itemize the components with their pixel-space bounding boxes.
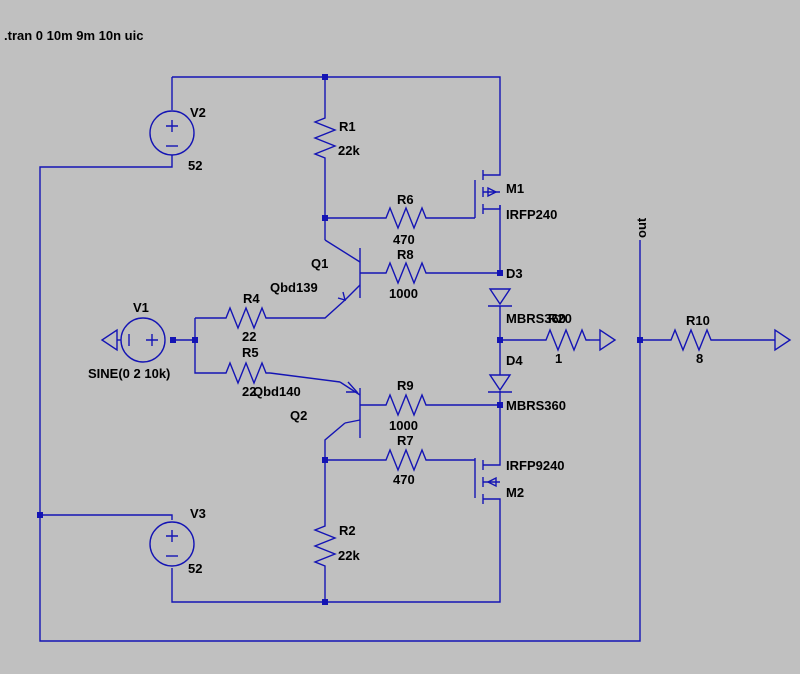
voltage-source-v3[interactable]: [149, 521, 195, 567]
label-r20-value: 1: [555, 351, 562, 366]
label-r5-value: 22: [242, 384, 256, 399]
ground-symbol-r20: [599, 328, 617, 352]
resistor-r2[interactable]: [313, 518, 337, 568]
transistor-q2[interactable]: [339, 381, 361, 438]
transistor-q1[interactable]: [324, 239, 361, 302]
label-q2-value: Qbd140: [253, 384, 301, 399]
junctions: [37, 74, 643, 605]
resistor-r9[interactable]: [380, 393, 430, 417]
label-r8-name: R8: [397, 247, 414, 262]
mosfet-m2[interactable]: [474, 458, 501, 505]
label-d3-value: MBRS360: [506, 311, 566, 326]
label-m2-value: IRFP9240: [506, 458, 565, 473]
diode-d3[interactable]: [488, 288, 512, 307]
resistor-r10[interactable]: [665, 328, 715, 352]
label-r2-value: 22k: [338, 548, 360, 563]
label-m1-value: IRFP240: [506, 207, 557, 222]
label-r8-value: 1000: [389, 286, 418, 301]
label-r2-name: R2: [339, 523, 356, 538]
spice-directive[interactable]: .tran 0 10m 9m 10n uic: [4, 28, 143, 43]
label-r5-name: R5: [242, 345, 259, 360]
label-v2-name: V2: [190, 105, 206, 120]
mosfet-m1[interactable]: [474, 168, 501, 218]
label-m2-name: M2: [506, 485, 524, 500]
label-v3-value: 52: [188, 561, 202, 576]
label-r7-name: R7: [397, 433, 414, 448]
wires: [39, 76, 775, 642]
resistor-r1[interactable]: [313, 110, 337, 165]
label-v1-value: SINE(0 2 10k): [88, 366, 170, 381]
label-q2-name: Q2: [290, 408, 307, 423]
resistor-r7[interactable]: [380, 448, 430, 472]
label-d4-name: D4: [506, 353, 523, 368]
resistor-r5[interactable]: [220, 361, 270, 385]
resistor-r20[interactable]: [540, 328, 590, 352]
label-r6-value: 470: [393, 232, 415, 247]
label-r1-value: 22k: [338, 143, 360, 158]
diode-d4[interactable]: [488, 374, 512, 393]
label-r1-name: R1: [339, 119, 356, 134]
label-m1-name: M1: [506, 181, 524, 196]
label-q1-value: Qbd139: [270, 280, 318, 295]
label-r10-name: R10: [686, 313, 710, 328]
resistor-r4[interactable]: [220, 306, 270, 330]
ground-symbol-r10: [774, 328, 792, 352]
resistor-r6[interactable]: [380, 206, 430, 230]
label-d4-value: MBRS360: [506, 398, 566, 413]
label-d3-name: D3: [506, 266, 523, 281]
label-v2-value: 52: [188, 158, 202, 173]
label-r4-name: R4: [243, 291, 260, 306]
label-r9-value: 1000: [389, 418, 418, 433]
net-label-out[interactable]: out: [634, 217, 649, 238]
label-r6-name: R6: [397, 192, 414, 207]
label-q1-name: Q1: [311, 256, 328, 271]
label-r7-value: 470: [393, 472, 415, 487]
label-r20-name: R20: [548, 311, 572, 326]
label-r4-value: 22: [242, 329, 256, 344]
voltage-source-v2[interactable]: [149, 110, 195, 156]
resistor-r8[interactable]: [380, 261, 430, 285]
voltage-source-v1[interactable]: [100, 317, 166, 363]
label-v3-name: V3: [190, 506, 206, 521]
label-r10-value: 8: [696, 351, 703, 366]
label-r9-name: R9: [397, 378, 414, 393]
label-v1-name: V1: [133, 300, 149, 315]
